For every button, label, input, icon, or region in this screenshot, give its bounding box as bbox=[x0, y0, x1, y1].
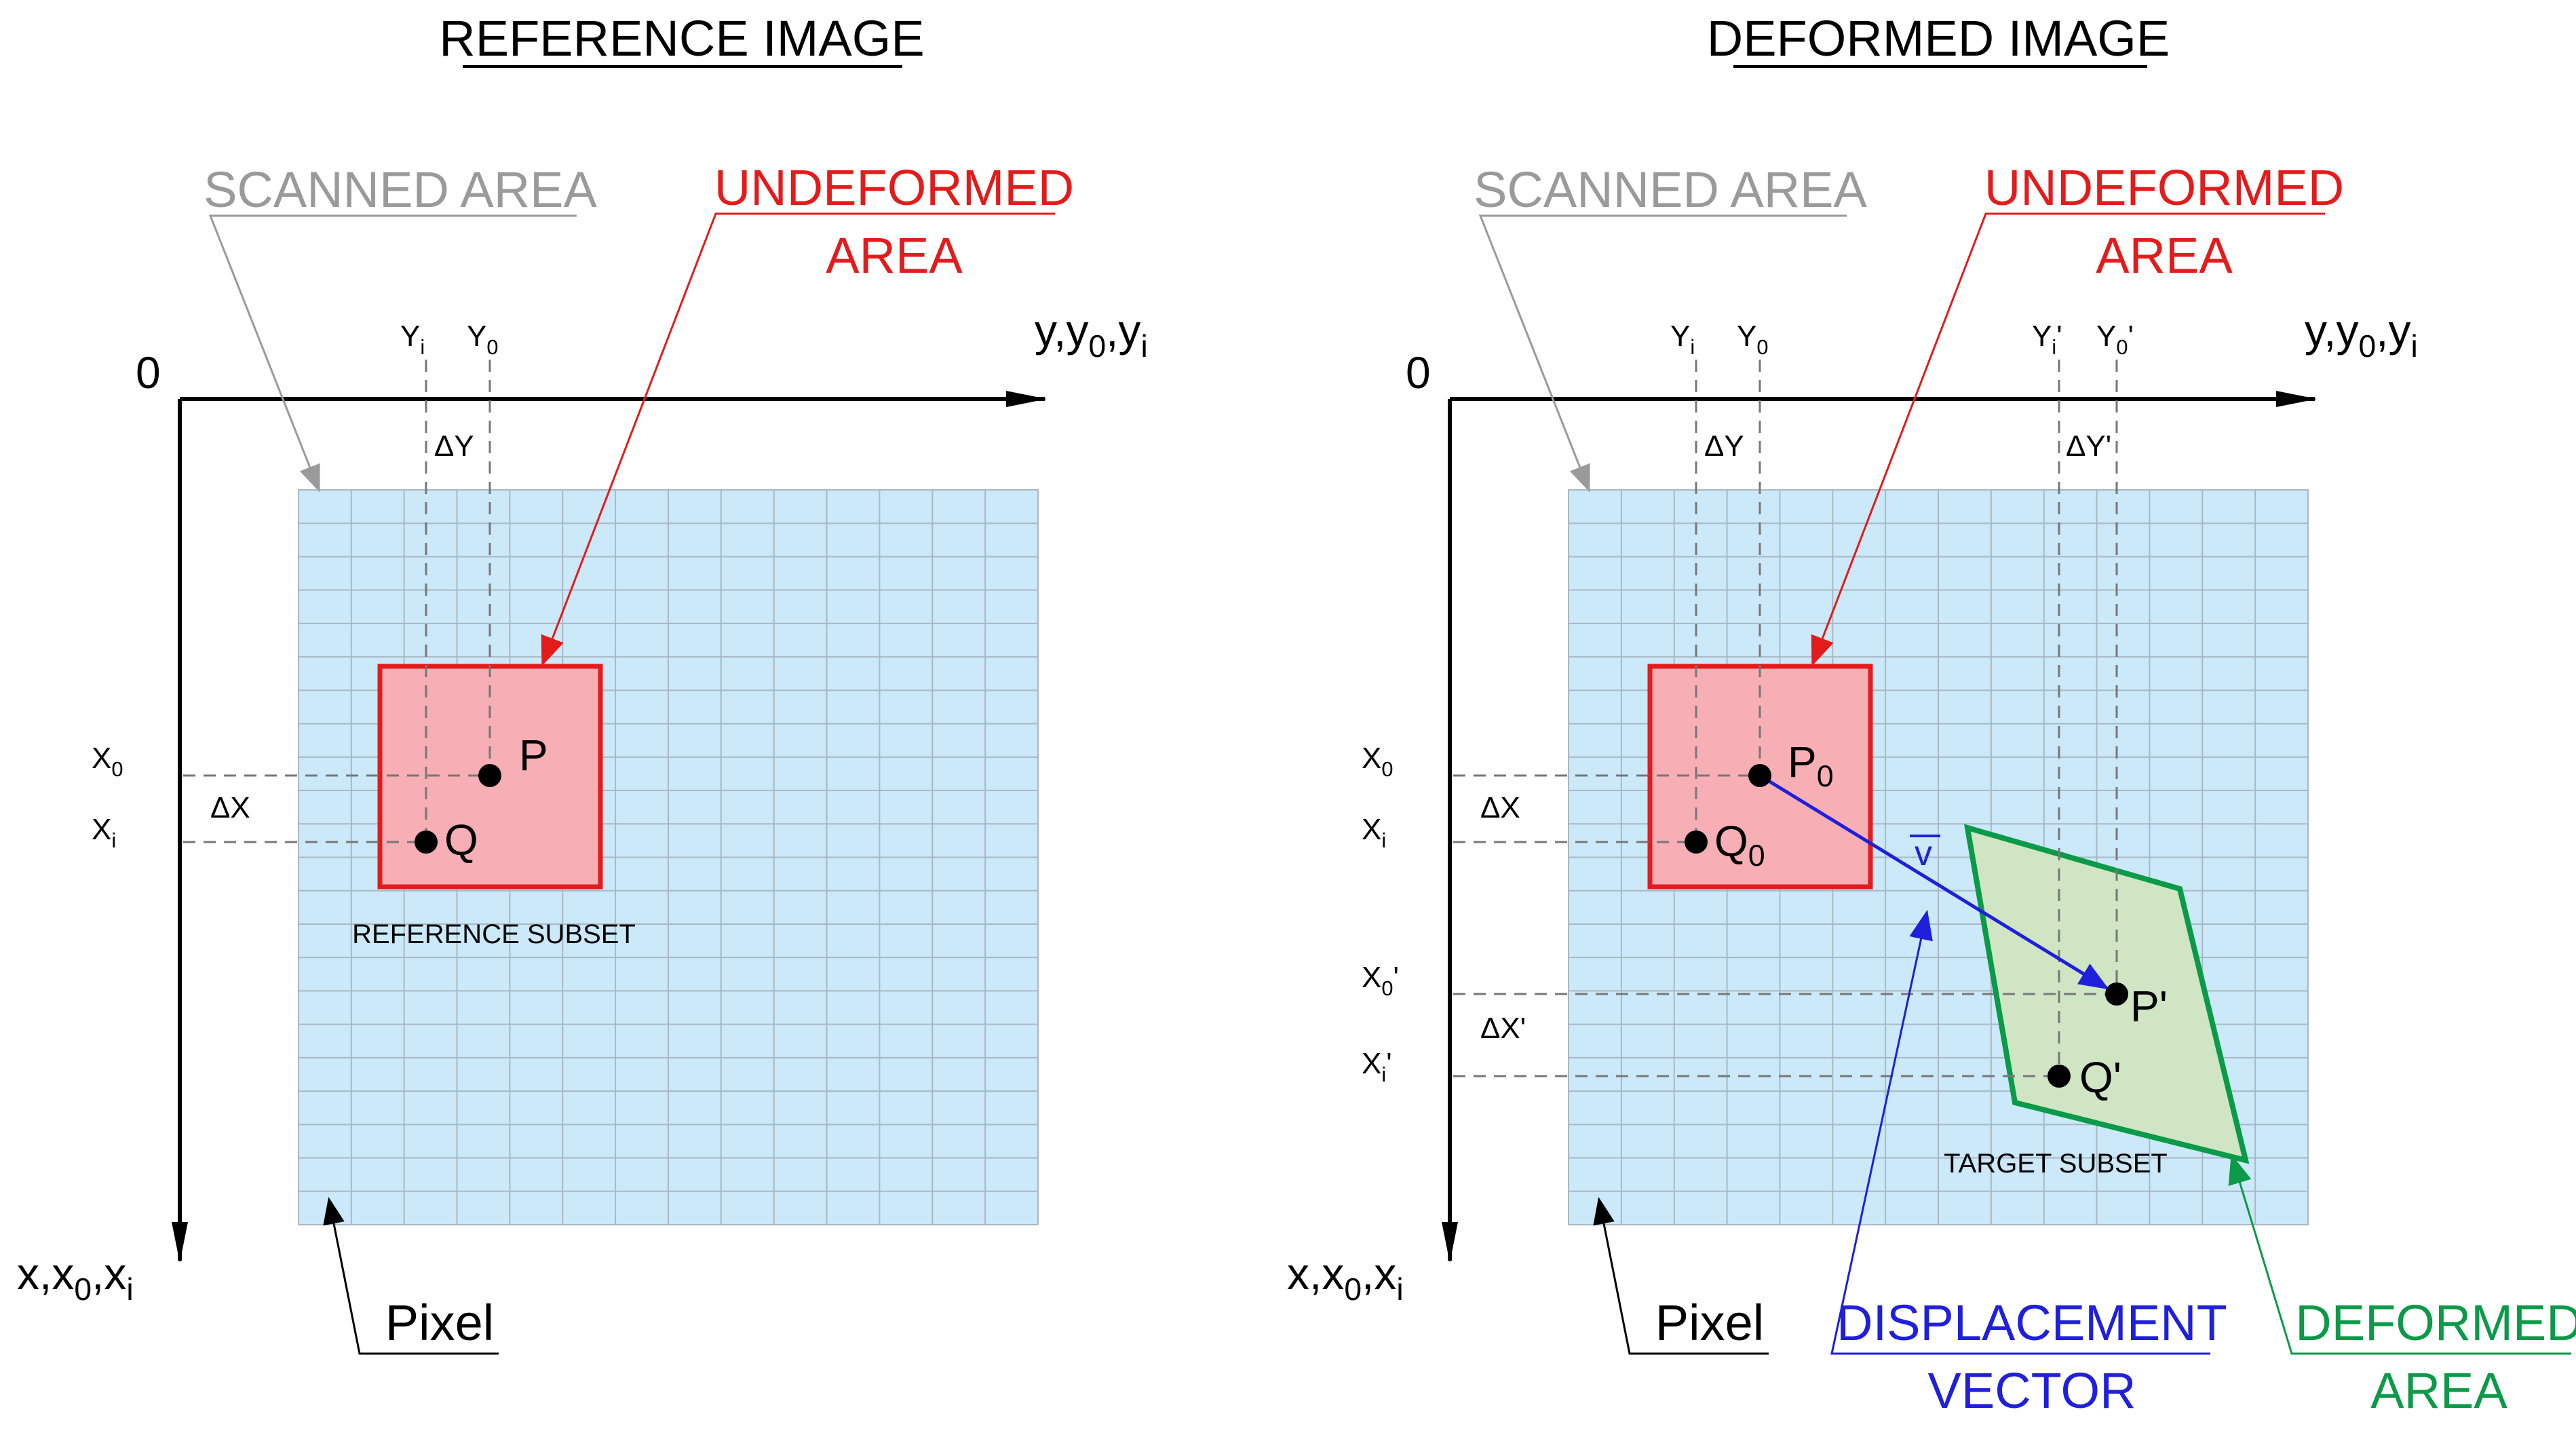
reference-undeformed-leader bbox=[541, 212, 1055, 667]
deformed-area-label-line1: DEFORMED bbox=[2295, 1295, 2576, 1351]
deformed-Yi-prime-label: Yi' bbox=[2032, 320, 2062, 359]
reference-undeformed-line1: UNDEFORMED bbox=[714, 159, 1074, 216]
reference-scanned-area-border bbox=[298, 489, 1039, 1225]
displacement-leader bbox=[1830, 909, 2210, 1355]
deformed-P0-label: P0 bbox=[1788, 738, 1834, 793]
reference-pixel-leader bbox=[323, 1197, 499, 1355]
reference-title: REFERENCE IMAGE bbox=[439, 10, 924, 66]
deformed-Y0-label: Y0 bbox=[1737, 320, 1769, 359]
deformed-panel: DEFORMED IMAGE 0 y,y0,yi x,x0,xi TARGET … bbox=[1287, 10, 2576, 1419]
displacement-label-line1: DISPLACEMENT bbox=[1837, 1295, 2227, 1351]
deformed-Xi-label: Xi bbox=[1362, 813, 1386, 852]
reference-Xi-label: Xi bbox=[92, 813, 116, 852]
deformed-origin-label: 0 bbox=[1406, 347, 1431, 398]
deformed-area-label-line2: AREA bbox=[2370, 1362, 2507, 1419]
deformed-x-axis-label: x,x0,xi bbox=[1287, 1248, 1404, 1307]
displacement-vector-arrow bbox=[1758, 773, 2109, 990]
reference-X0-label: X0 bbox=[92, 742, 123, 781]
reference-subset-label: REFERENCE SUBSET bbox=[352, 919, 636, 949]
deformed-scanned-area-leader bbox=[1478, 214, 1847, 493]
deformed-X0-label: X0 bbox=[1362, 742, 1393, 781]
deformed-point-P0 bbox=[1748, 764, 1771, 787]
reference-Y0-label: Y0 bbox=[467, 320, 499, 359]
reference-x-axis-label: x,x0,xi bbox=[17, 1248, 134, 1307]
deformed-pixel-leader bbox=[1593, 1197, 1769, 1355]
deformed-undeformed-leader bbox=[1811, 212, 2325, 667]
reference-point-P bbox=[478, 764, 501, 787]
deformed-scanned-area-border bbox=[1568, 489, 2309, 1225]
deformed-title: DEFORMED IMAGE bbox=[1707, 10, 2170, 66]
deformed-Q-prime-label: Q' bbox=[2079, 1053, 2121, 1102]
deformed-y-axis-label: y,y0,yi bbox=[2305, 305, 2418, 364]
reference-undeformed-line2: AREA bbox=[826, 227, 963, 284]
reference-Yi-label: Yi bbox=[400, 320, 425, 359]
deformed-point-P-prime bbox=[2105, 982, 2128, 1006]
deformed-Y0-prime-label: Y0' bbox=[2096, 320, 2134, 359]
reference-Q-label: Q bbox=[444, 816, 478, 864]
deformed-Q0-label: Q0 bbox=[1714, 817, 1765, 873]
deformed-dY-label: ΔY bbox=[1704, 429, 1744, 463]
deformed-area-leader bbox=[2228, 1153, 2571, 1355]
deformed-X0-prime-label: X0' bbox=[1362, 961, 1399, 1000]
deformed-Xi-prime-label: Xi' bbox=[1362, 1047, 1392, 1086]
reference-y-axis-label: y,y0,yi bbox=[1035, 305, 1148, 364]
reference-scanned-grid bbox=[298, 489, 1039, 1225]
deformed-Yi-label: Yi bbox=[1670, 320, 1695, 359]
reference-panel: REFERENCE IMAGE 0 y,y0,yi x,x0,xi REFERE… bbox=[17, 10, 1148, 1355]
target-subset-label: TARGET SUBSET bbox=[1944, 1149, 2168, 1179]
reference-scanned-area-leader bbox=[208, 214, 577, 493]
deformed-dX-prime-label: ΔX' bbox=[1480, 1012, 1526, 1045]
reference-origin-label: 0 bbox=[136, 347, 161, 398]
deformed-scanned-area-label: SCANNED AREA bbox=[1474, 161, 1867, 218]
reference-scanned-area-label: SCANNED AREA bbox=[204, 161, 597, 218]
displacement-label-line2: VECTOR bbox=[1927, 1362, 2136, 1419]
reference-point-Q bbox=[415, 830, 438, 854]
deformed-undeformed-line1: UNDEFORMED bbox=[1984, 159, 2344, 216]
deformed-pixel-label: Pixel bbox=[1655, 1295, 1764, 1351]
deformed-point-Q-prime bbox=[2048, 1065, 2071, 1088]
reference-dY-label: ΔY bbox=[434, 429, 474, 463]
deformed-undeformed-line2: AREA bbox=[2096, 227, 2233, 284]
displacement-vector-v-label: v bbox=[1915, 834, 1932, 873]
deformed-dX-label: ΔX bbox=[1480, 791, 1520, 824]
deformed-dY-prime-label: ΔY' bbox=[2066, 429, 2111, 463]
reference-pixel-label: Pixel bbox=[385, 1295, 494, 1351]
reference-dX-label: ΔX bbox=[210, 791, 250, 824]
deformed-P-prime-label: P' bbox=[2130, 982, 2168, 1031]
reference-P-label: P bbox=[519, 731, 548, 780]
deformed-point-Q0 bbox=[1685, 830, 1708, 854]
